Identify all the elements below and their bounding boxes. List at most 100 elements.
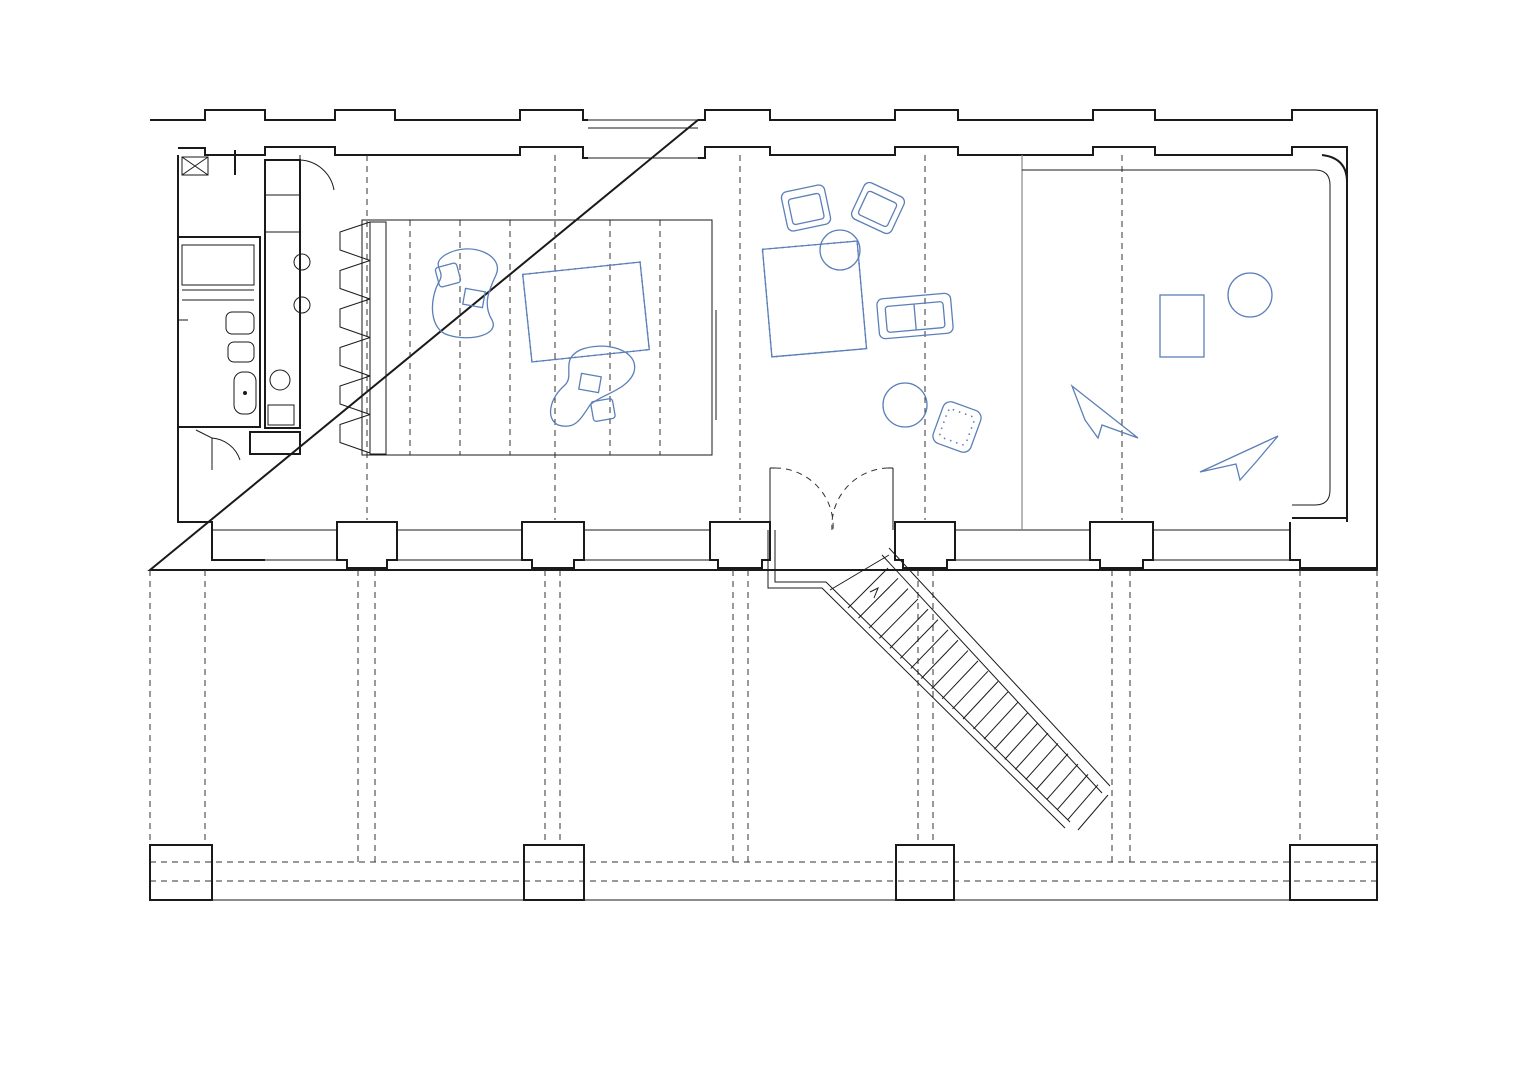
bidet — [227, 341, 255, 363]
lower-grid-sides — [149, 570, 1378, 900]
bathroom-door — [195, 429, 241, 470]
stair-tread — [973, 691, 1009, 730]
shaft-cross — [181, 156, 209, 176]
lower-beam — [150, 861, 1377, 882]
wardrobe-door — [339, 221, 371, 261]
plane-shape-2 — [1199, 435, 1279, 482]
stair-tread — [1046, 763, 1079, 801]
stair-tread — [983, 701, 1019, 740]
door-frame — [769, 467, 894, 530]
stair-treads — [847, 567, 1109, 831]
rug-2 — [761, 240, 868, 358]
stair-tread — [1077, 794, 1109, 831]
pillar-2 — [521, 521, 585, 569]
bathtub — [233, 371, 257, 415]
counter-divisions — [265, 194, 300, 233]
stair-tread — [1056, 774, 1089, 811]
wardrobe-door — [339, 298, 371, 338]
stair-tread — [868, 588, 909, 629]
stair-tread — [899, 619, 939, 659]
side-table-1 — [819, 229, 861, 271]
inner-wall-left — [177, 155, 265, 561]
entrance-stair — [767, 467, 1111, 831]
studio-round-table — [1227, 272, 1273, 318]
drain-icon — [243, 391, 247, 395]
lower-column-3 — [895, 844, 955, 901]
stair-tread — [1014, 732, 1049, 770]
stool-1 — [293, 253, 311, 271]
bedroom-screen — [711, 242, 717, 420]
pillar-5 — [1089, 521, 1154, 569]
stair-tread — [1035, 753, 1069, 790]
lower-column-1 — [149, 844, 213, 901]
entry-cabinet — [249, 431, 301, 455]
books-1 — [462, 287, 486, 309]
stair-head — [829, 554, 890, 591]
armchair-1 — [780, 184, 832, 232]
side-table-2 — [882, 382, 928, 428]
armchair-2 — [850, 181, 906, 235]
plane-shape-1 — [1070, 384, 1139, 440]
outer-wall-outline — [147, 109, 1378, 571]
bathroom-shelf — [182, 289, 254, 301]
desk-2 — [549, 345, 636, 427]
shaft — [181, 156, 209, 176]
rug-1-border — [522, 261, 650, 363]
stair-tread — [993, 712, 1029, 750]
lower-grid-verticals — [204, 570, 1301, 862]
stair-tread — [962, 681, 999, 720]
wardrobe-door — [339, 337, 371, 377]
wardrobe-door — [339, 260, 371, 300]
stair-tread — [1004, 722, 1039, 760]
pillar-1 — [336, 521, 398, 569]
bathroom-enclosure — [177, 236, 261, 428]
chair-2 — [590, 398, 616, 422]
pillar-3 — [709, 521, 771, 569]
stair-tread — [910, 629, 949, 669]
stair-tread — [1067, 784, 1099, 821]
wardrobe-doors — [339, 221, 371, 454]
living-room — [761, 181, 982, 453]
rug-1 — [521, 261, 651, 363]
bedroom-floor-joints — [409, 220, 661, 455]
door-swing — [774, 467, 889, 531]
stair-tread — [952, 670, 989, 710]
stair-tread — [889, 608, 929, 649]
books-2 — [578, 372, 602, 394]
window-top — [588, 119, 698, 159]
bathroom — [177, 156, 261, 470]
pillar-6 — [1289, 522, 1377, 569]
toilet — [225, 311, 255, 335]
sofa — [876, 292, 954, 340]
stair-tread — [847, 567, 889, 609]
chair-1 — [434, 262, 462, 288]
wardrobe-door — [339, 375, 371, 415]
upper-grid — [366, 155, 1123, 520]
entry-door — [299, 155, 335, 195]
studio-outer-curve — [1292, 154, 1348, 519]
inner-wall-top — [178, 146, 1348, 522]
exterior-walls — [147, 109, 1378, 571]
stair-arrow-icon — [869, 586, 879, 599]
lower-column-4 — [1289, 844, 1378, 901]
bedroom-platform — [361, 219, 713, 456]
studio-curved-wall — [1022, 169, 1331, 506]
pillar-4 — [894, 521, 956, 569]
desk-1 — [431, 248, 499, 339]
wardrobe — [369, 221, 387, 455]
window-bottom-frames — [212, 529, 1290, 561]
appliance — [267, 404, 295, 426]
stool-2 — [293, 296, 311, 314]
lower-column-2 — [523, 844, 585, 901]
shower — [181, 244, 255, 286]
stair-left-rail — [767, 530, 1071, 829]
sink — [269, 369, 291, 391]
kitchen-counter — [264, 159, 301, 429]
stair-tread — [931, 650, 969, 690]
stair-tread — [879, 598, 919, 639]
upper-grid-lines — [366, 155, 1123, 520]
stair-right-rail — [881, 547, 1111, 794]
stair-tread — [920, 639, 959, 679]
studio-room — [1021, 154, 1348, 530]
